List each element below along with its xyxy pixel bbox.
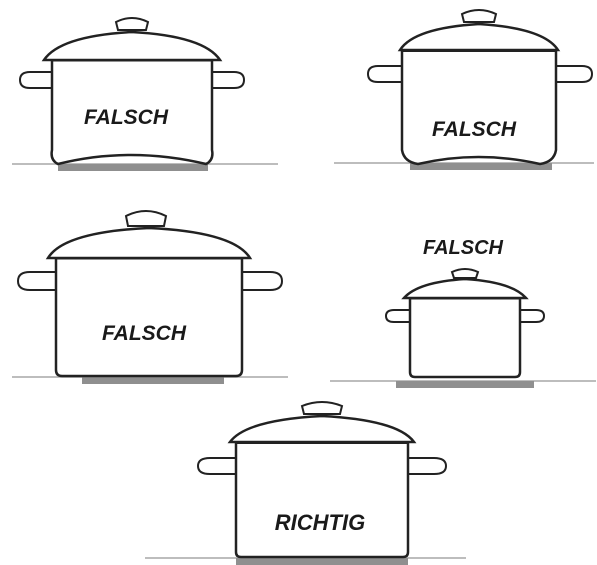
cooking-zone (58, 164, 208, 171)
lid-knob (124, 210, 168, 227)
pot-2: FALSCH (334, 9, 594, 170)
pot-lid (397, 22, 561, 52)
pot-handle-right (519, 309, 546, 323)
pot-lid (401, 277, 529, 300)
lid-knob (460, 9, 498, 23)
pot-label: FALSCH (84, 106, 169, 129)
lid-knob (114, 17, 150, 31)
lid-knob (450, 268, 480, 279)
pot-lid (45, 226, 253, 260)
pot-lid (227, 414, 417, 444)
pot-handle-right (555, 65, 594, 83)
pot-label: RICHTIG (275, 510, 365, 535)
pot-handle-right (407, 457, 448, 475)
pot-handle-right (211, 71, 246, 89)
cooking-zone (236, 558, 408, 565)
pot-body (54, 256, 244, 378)
pot-handle-right (241, 271, 284, 291)
pot-handle-left (16, 271, 57, 291)
lid-knob (300, 401, 344, 415)
pot-3: FALSCH (12, 210, 288, 384)
cooking-zone (82, 377, 224, 384)
pot-body (408, 296, 522, 379)
pot-5: RICHTIG (145, 401, 466, 565)
pot-handle-left (18, 71, 53, 89)
pot-handle-left (366, 65, 403, 83)
cooking-zone (410, 163, 552, 170)
pot-label: FALSCH (102, 322, 187, 345)
pot-body (50, 58, 214, 166)
cooking-zone (396, 381, 534, 388)
pot-label: FALSCH (423, 237, 504, 259)
pot-1: FALSCH (12, 17, 278, 171)
pot-handle-left (196, 457, 237, 475)
pot-handle-left (384, 309, 411, 323)
pot-body (400, 48, 558, 166)
pot-label: FALSCH (432, 118, 517, 141)
pot-lid (41, 30, 223, 62)
pot-4: FALSCH (330, 237, 596, 388)
pot-body (234, 440, 410, 559)
